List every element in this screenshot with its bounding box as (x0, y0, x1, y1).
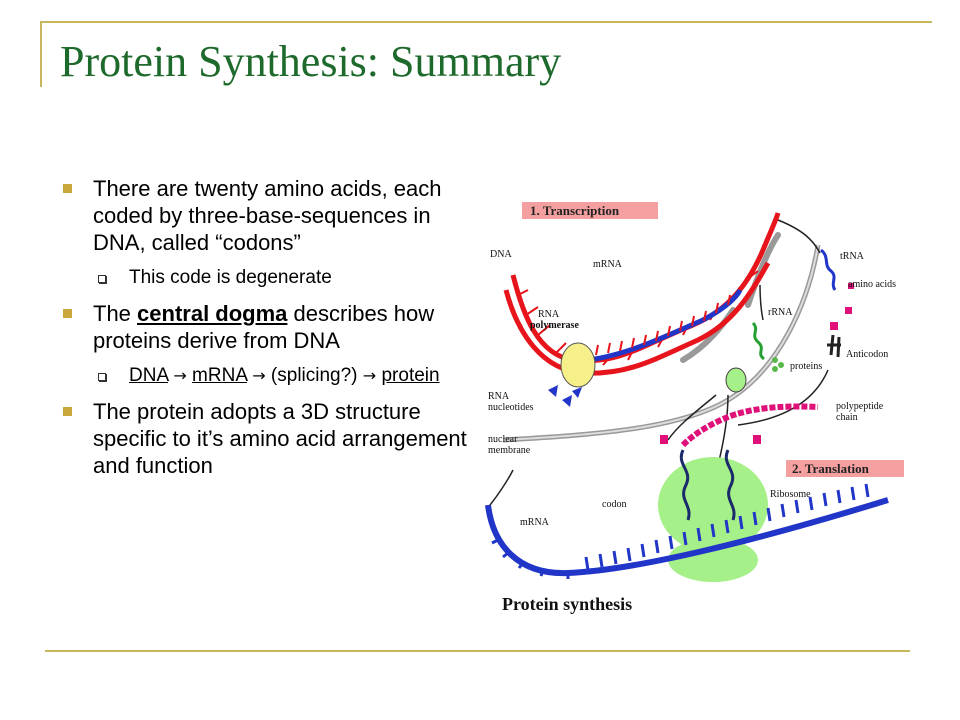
label-amino-acids: amino acids (848, 279, 896, 290)
chain-dna: DNA (129, 365, 169, 386)
label-nuclear-membrane-2: membrane (488, 445, 531, 456)
translation-header: 2. Translation (792, 461, 870, 476)
sub-list-degenerate: This code is degenerate (93, 266, 475, 290)
membrane-arrow (489, 469, 514, 506)
label-polypeptide-2: chain (836, 412, 858, 423)
process-arrows (667, 219, 829, 466)
small-ribosome-subunit (725, 367, 747, 393)
trna-cluster (819, 248, 854, 358)
amino-acid-site (753, 435, 761, 444)
sub-bullet-chain: DNA → mRNA → (splicing?) → protein (93, 364, 475, 388)
label-rrna: rRNA (768, 307, 793, 318)
membrane-fragment (745, 232, 781, 308)
trna-in-ribosome (679, 449, 736, 521)
bullet-list: There are twenty amino acids, each coded… (60, 175, 475, 479)
label-nuclear-membrane-1: nuclear (488, 434, 518, 445)
amino-acid-site (660, 435, 668, 444)
bullet-amino-acids-text: There are twenty amino acids, each coded… (93, 176, 442, 255)
rrna-strand (751, 321, 766, 361)
sub-bullet-degenerate-text: This code is degenerate (129, 267, 332, 288)
label-ribosome: Ribosome (770, 489, 811, 500)
arrow-icon: → (252, 366, 266, 385)
label-rna-polymerase-2: polymerase (530, 320, 579, 331)
top-rule (42, 21, 932, 23)
bullet-central-dogma: The central dogma describes how proteins… (60, 300, 475, 388)
label-rna-nucleotides-2: nucleotides (488, 402, 534, 413)
label-rna-nucleotides-1: RNA (488, 391, 510, 402)
polypeptide-chain (680, 403, 819, 448)
label-mrna-top: mRNA (593, 259, 623, 270)
arrow-icon: → (173, 366, 187, 385)
mrna-strand-bottom (485, 483, 889, 579)
transcription-header-bg (522, 202, 658, 219)
translation-header-bg (786, 460, 904, 477)
chain-protein: protein (381, 365, 440, 386)
sub-list-chain: DNA → mRNA → (splicing?) → protein (93, 364, 475, 388)
central-dogma-post: describes how proteins derive from DNA (93, 301, 435, 353)
rna-nucleotides (548, 385, 582, 407)
label-codon: codon (602, 499, 626, 510)
central-dogma-pre: The (93, 301, 138, 326)
protein-globs (772, 357, 784, 372)
arrow-icon: → (362, 366, 377, 385)
chain-mrna: mRNA (192, 365, 247, 386)
label-polypeptide-1: polypeptide (836, 401, 884, 412)
diagram-caption: Protein synthesis (502, 594, 632, 614)
label-rna-polymerase-1: RNA (538, 309, 560, 320)
sub-bullet-degenerate: This code is degenerate (93, 266, 475, 290)
central-dogma-link[interactable]: central dogma (137, 301, 288, 326)
label-trna: tRNA (840, 251, 865, 262)
bottom-rule (45, 650, 910, 652)
label-mrna-bottom: mRNA (520, 517, 550, 528)
slide-title: Protein Synthesis: Summary (60, 37, 562, 86)
label-proteins: proteins (790, 361, 822, 372)
bullet-3d-structure-text: The protein adopts a 3D structure specif… (93, 399, 467, 478)
protein-synthesis-diagram: 1. Transcription 2. Translation (485, 202, 904, 614)
label-dna: DNA (490, 249, 512, 260)
transcription-header: 1. Transcription (530, 203, 620, 218)
bullet-amino-acids: There are twenty amino acids, each coded… (60, 175, 475, 290)
label-anticodon: Anticodon (846, 349, 888, 360)
bullet-3d-structure: The protein adopts a 3D structure specif… (60, 398, 475, 479)
chain-splicing: (splicing?) (270, 365, 358, 386)
rna-polymerase (560, 342, 596, 388)
mrna-strand-top (587, 288, 743, 363)
left-rule (40, 21, 42, 87)
ribosome-small-subunit (668, 538, 758, 582)
